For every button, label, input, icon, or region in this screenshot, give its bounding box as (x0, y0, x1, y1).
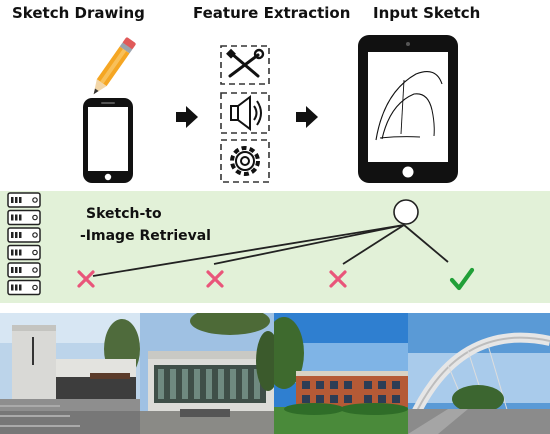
result-mark-cross (77, 270, 95, 288)
feature-extraction-title: Feature Extraction (193, 4, 351, 22)
server-led (32, 249, 38, 256)
server-unit (7, 279, 41, 296)
arrow-right-icon (296, 106, 318, 128)
server-slot (19, 284, 22, 291)
retrieval-graphics (7, 192, 475, 296)
server-slot (15, 214, 18, 221)
connection-line (213, 224, 405, 265)
server-slot (19, 197, 22, 203)
result-photo-1 (0, 313, 140, 434)
retrieval-label-line1: Sketch-to (86, 206, 162, 222)
server-unit (7, 209, 41, 226)
server-slot (19, 214, 22, 221)
result-mark-cross (206, 270, 224, 288)
input-sketch-title: Input Sketch (373, 4, 481, 22)
server-slot (15, 249, 18, 256)
server-slot (15, 284, 18, 291)
gear-icon (220, 139, 270, 183)
connection-lines (92, 224, 449, 277)
server-slot (19, 267, 22, 273)
server-slot (11, 197, 14, 203)
server-slot (11, 249, 14, 256)
tablet-icon (358, 35, 458, 183)
server-slot (11, 284, 14, 291)
server-led (32, 284, 38, 291)
retrieval-label-line2: -Image Retrieval (80, 228, 211, 244)
speaker-icon (220, 92, 270, 134)
result-photo-3 (274, 313, 408, 434)
server-led (32, 232, 38, 238)
server-unit (7, 244, 41, 261)
query-node-icon (393, 199, 419, 225)
result-photo-4 (408, 313, 550, 434)
server-stack-icon (7, 192, 41, 296)
server-slot (19, 232, 22, 238)
server-slot (11, 232, 14, 238)
wrench-screwdriver-icon (220, 45, 270, 85)
server-slot (15, 267, 18, 273)
connection-line (342, 224, 405, 265)
server-unit (7, 262, 41, 278)
result-mark-cross (329, 270, 347, 288)
pencil-icon (93, 37, 136, 95)
top-row-graphics (83, 35, 458, 183)
smartphone-icon (83, 98, 133, 183)
server-slot (15, 197, 18, 203)
connection-line (92, 224, 405, 277)
result-mark-check (449, 267, 475, 291)
connection-line (403, 224, 449, 263)
sketch-drawing-title: Sketch Drawing (12, 4, 145, 22)
server-slot (11, 267, 14, 273)
server-slot (19, 249, 22, 256)
server-unit (7, 192, 41, 208)
arrow-right-icon (176, 106, 198, 128)
server-led (32, 267, 38, 273)
server-slot (15, 232, 18, 238)
server-led (32, 197, 38, 203)
result-photo-2 (140, 313, 274, 434)
server-led (32, 214, 38, 221)
server-unit (7, 227, 41, 243)
server-slot (11, 214, 14, 221)
